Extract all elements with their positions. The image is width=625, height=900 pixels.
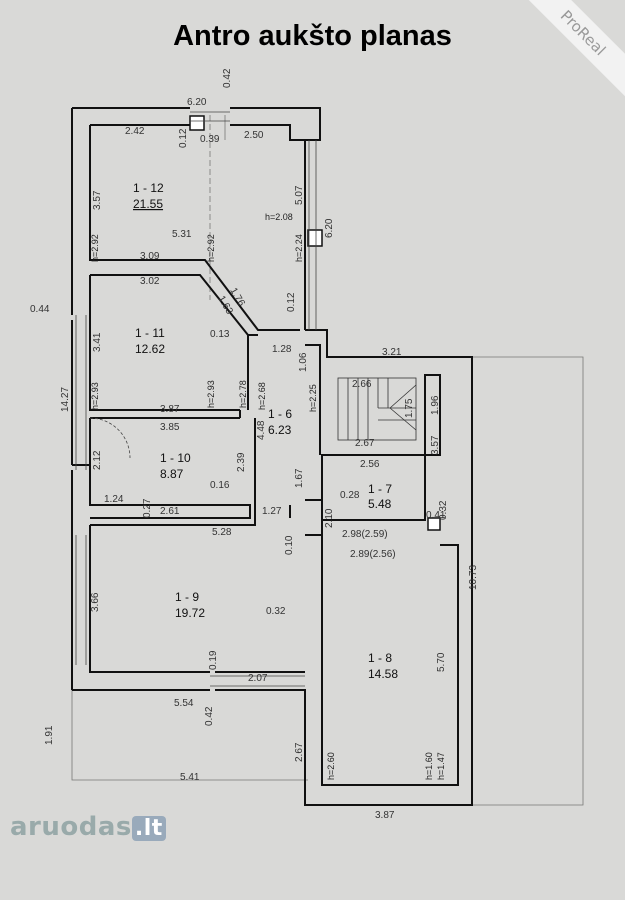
dimension-label: 1.27: [262, 506, 282, 517]
dimension-label: 6.20: [187, 97, 207, 108]
room-area: 12.62: [135, 342, 165, 356]
dimension-label: 1.67: [294, 468, 305, 488]
windows: [75, 111, 317, 687]
dimension-label: 5.07: [294, 185, 305, 205]
room-id: 1 - 6: [268, 407, 292, 421]
dimension-label: 1.24: [104, 494, 124, 505]
dimension-label: 1.06: [298, 352, 309, 372]
dimension-label: 5.54: [174, 698, 194, 709]
dimension-label: 0.42: [204, 706, 215, 726]
dimension-label: 0.42: [222, 68, 233, 88]
watermark-tld: .lt: [131, 816, 166, 841]
dimension-label: 3.21: [382, 347, 402, 358]
dimension-label: 3.57: [430, 435, 441, 455]
walls: [71, 107, 473, 806]
staircase: [337, 377, 417, 441]
room-id: 1 - 10: [160, 451, 191, 465]
watermark-site: aruodas: [10, 812, 132, 842]
dimension-label: 0.41: [426, 510, 446, 521]
room-area: 5.48: [368, 497, 392, 511]
height-label: h=2.25: [308, 384, 318, 412]
dimension-label: 2.61: [160, 506, 180, 517]
height-label: h=2.93: [206, 380, 216, 408]
dimension-label: 2.10: [324, 508, 335, 528]
dimension-label: 3.57: [92, 190, 103, 210]
dimension-label: 6.20: [324, 218, 335, 238]
dimension-label: 3.87: [160, 404, 180, 415]
dimension-label: 0.16: [210, 480, 230, 491]
dimension-label: 1.96: [430, 395, 441, 415]
dimension-label: 0.39: [200, 134, 220, 145]
room-area: 8.87: [160, 467, 184, 481]
dimension-label: 2.67: [294, 742, 305, 762]
room-area: 6.23: [268, 423, 292, 437]
dimension-label: 3.66: [90, 592, 101, 612]
dimension-label: 3.41: [92, 332, 103, 352]
dimension-label: 2.98(2.59): [342, 529, 388, 540]
dimension-label: 2.67: [355, 438, 375, 449]
height-label: h=2.93: [90, 382, 100, 410]
room-area: 14.58: [368, 667, 398, 681]
height-labels: h=2.08 h=2.24 h=2.92 h=2.92 h=2.93 h=2.9…: [90, 212, 446, 780]
dimension-label: 3.09: [140, 251, 160, 262]
dimension-label: 5.28: [212, 527, 232, 538]
dimension-label: 5.41: [180, 772, 200, 783]
dimension-label: 2.12: [92, 450, 103, 470]
height-label: h=1.47: [436, 752, 446, 780]
dimension-label: 5.31: [172, 229, 192, 240]
plan-title: Antro aukšto planas: [173, 20, 452, 52]
dimension-label: 3.85: [160, 422, 180, 433]
room-id: 1 - 8: [368, 651, 392, 665]
dimension-label: 3.87: [375, 810, 395, 821]
columns: [189, 115, 441, 531]
height-label: h=2.68: [257, 382, 267, 410]
room-id: 1 - 11: [135, 326, 165, 340]
dimension-label: 0.27: [142, 498, 153, 518]
door-swing: [89, 417, 131, 459]
dimension-label: 0.13: [210, 329, 230, 340]
dimension-label: 4.48: [256, 420, 267, 440]
dimension-label: 2.56: [360, 459, 380, 470]
dimension-label: 5.70: [436, 652, 447, 672]
dimension-label: 0.12: [286, 292, 297, 312]
dimension-label: 0.10: [284, 535, 295, 555]
dimension-label: 0.32: [438, 500, 449, 520]
dimension-label: 1.75: [404, 398, 415, 418]
room-id: 1 - 9: [175, 590, 199, 604]
dimension-label: 1.28: [272, 344, 292, 355]
room-id: 1 - 12: [133, 181, 164, 195]
height-label: h=2.92: [206, 234, 216, 262]
dimension-label: 1.91: [44, 725, 55, 745]
dimension-label: 2.66: [352, 379, 372, 390]
dimension-label: 3.02: [140, 276, 160, 287]
dimension-label: 2.42: [125, 126, 145, 137]
height-label: h=2.24: [294, 234, 304, 262]
room-id: 1 - 7: [368, 482, 392, 496]
room-area: 19.72: [175, 606, 205, 620]
dimension-label: 2.50: [244, 130, 264, 141]
height-label: h=2.78: [238, 380, 248, 408]
room-area: 21.55: [133, 197, 163, 211]
aruodas-watermark: aruodas.lt: [10, 812, 166, 842]
outline-lines: [71, 115, 584, 806]
room-labels: 1 - 12 21.55 1 - 11 12.62 1 - 10 8.87 1 …: [133, 181, 398, 681]
dimension-label: 2.07: [248, 673, 268, 684]
height-label: h=2.60: [326, 752, 336, 780]
dimension-label: 0.12: [178, 128, 189, 148]
dimension-label: 0.28: [340, 490, 360, 501]
dimension-label: 2.39: [236, 452, 247, 472]
height-label: h=2.08: [265, 212, 293, 222]
dimension-label: 0.19: [208, 650, 219, 670]
dimension-label: 2.89(2.56): [350, 549, 396, 560]
height-label: h=2.92: [90, 234, 100, 262]
dimension-label: 0.44: [30, 304, 50, 315]
dimension-label: 14.27: [60, 387, 71, 412]
height-label: h=1.60: [424, 752, 434, 780]
dimension-label: 10.73: [468, 565, 479, 590]
dimension-label: 0.32: [266, 606, 286, 617]
